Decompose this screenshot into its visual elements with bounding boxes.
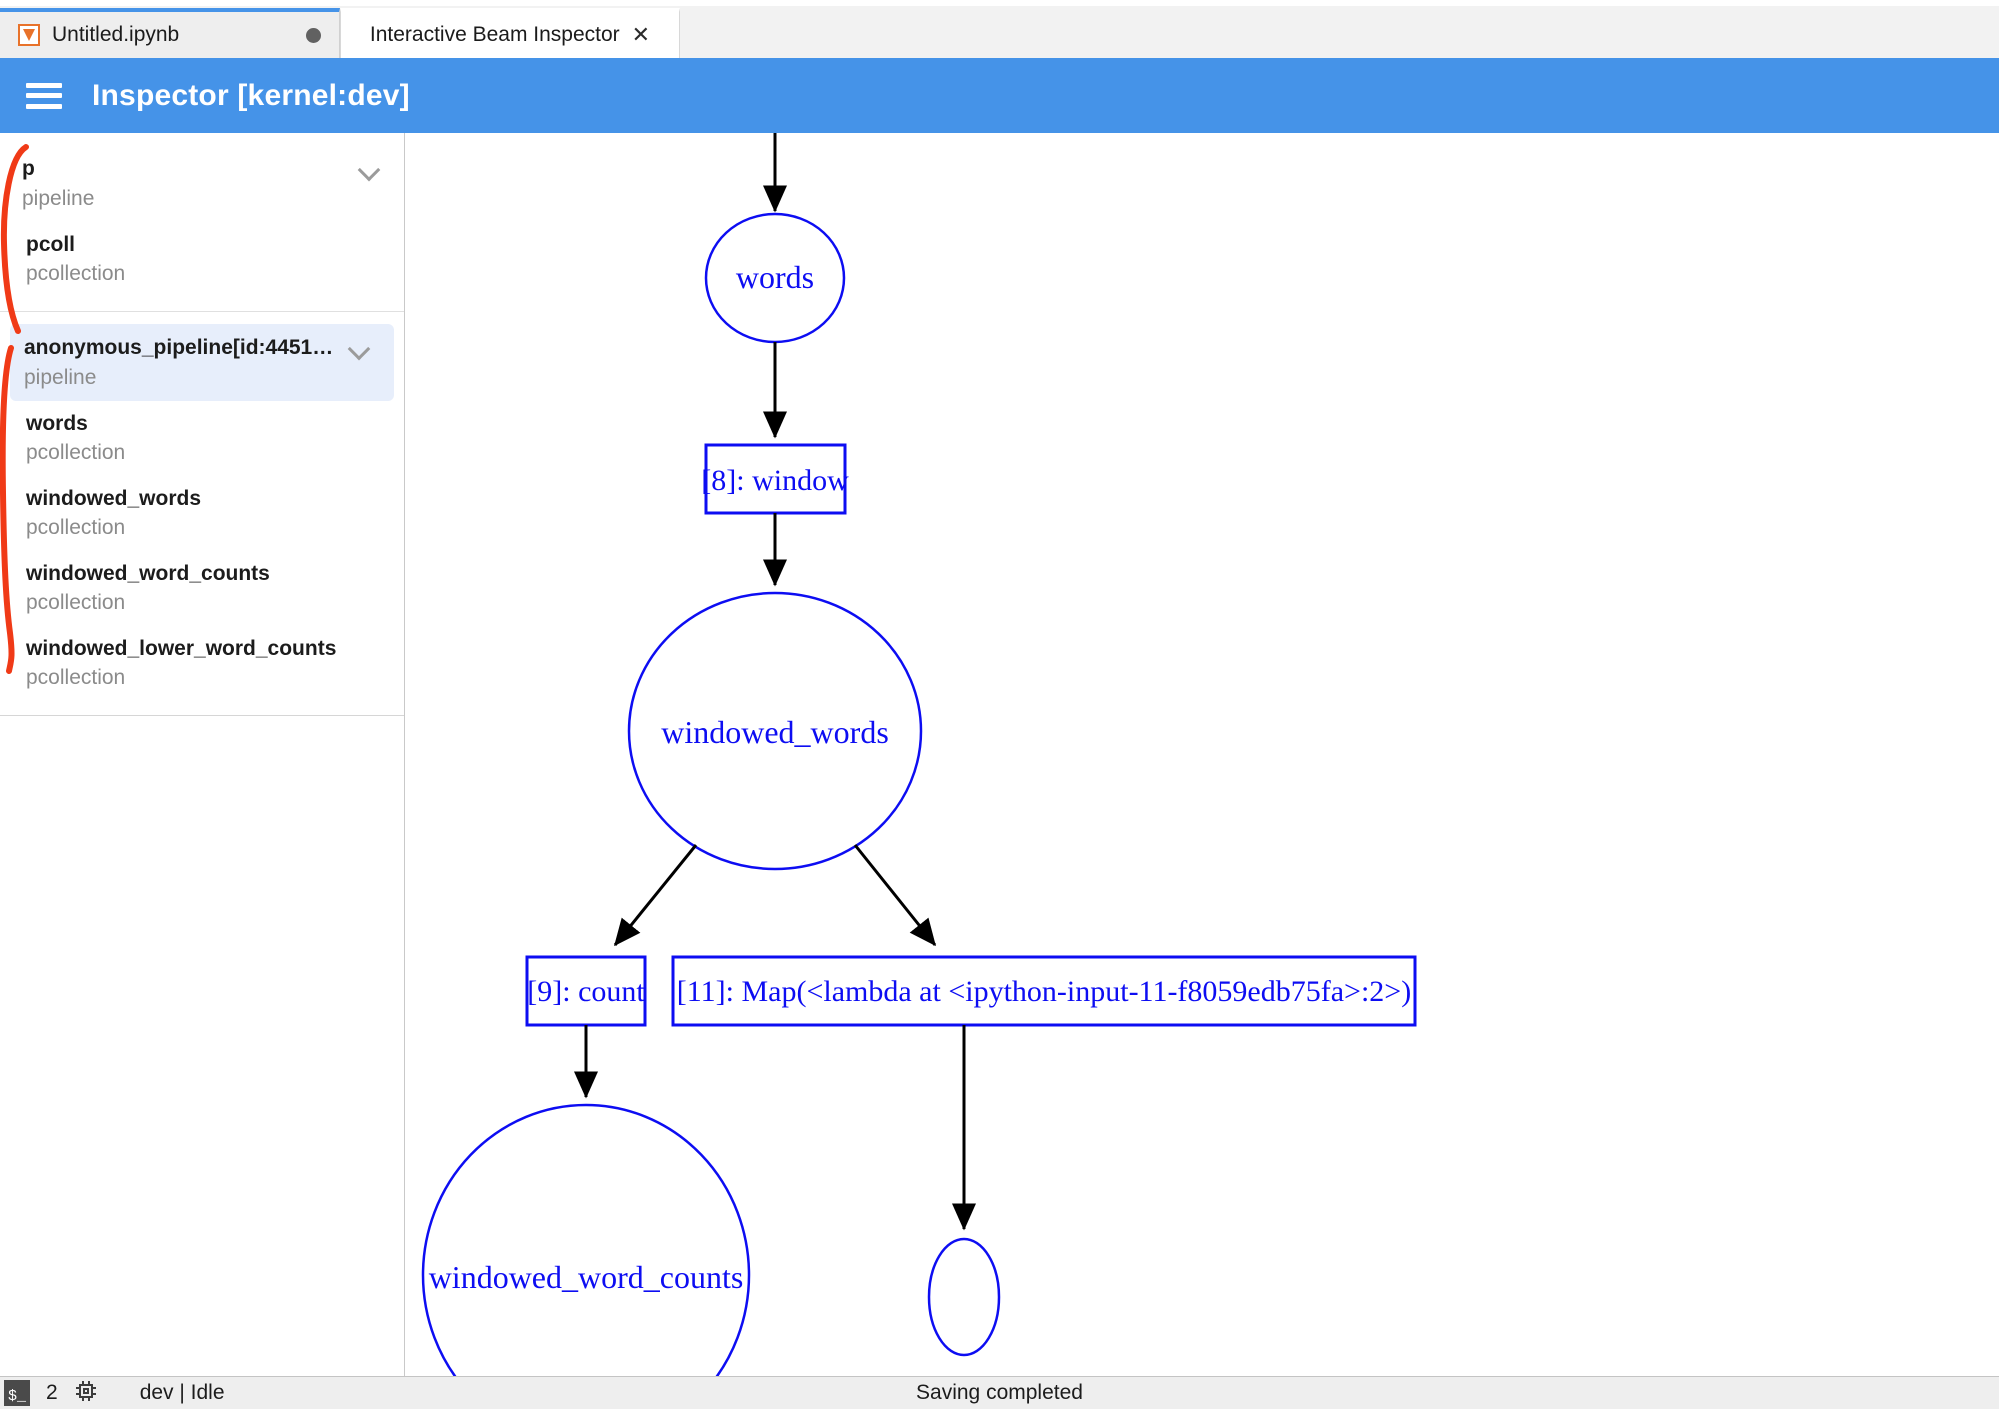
sidebar-item-anonymous-pipeline[interactable]: anonymous_pipeline[id:44516… pipeline bbox=[10, 324, 394, 401]
tab-untitled-content: Untitled.ipynb bbox=[18, 23, 179, 47]
sidebar-item-anonymous-pipeline-name: anonymous_pipeline[id:44516… bbox=[24, 336, 338, 359]
sidebar-item-windowed-words-kind: pcollection bbox=[26, 516, 126, 539]
sidebar-item-anonymous-pipeline-row: anonymous_pipeline[id:44516… bbox=[24, 335, 372, 361]
node-window-label: [8]: window bbox=[701, 464, 849, 497]
status-message: Saving completed bbox=[916, 1381, 1083, 1404]
sidebar-item-p-name: p bbox=[22, 157, 35, 180]
main-content: p pipeline pcoll pcollection anonymous_p… bbox=[0, 133, 1999, 1376]
node-words-label: words bbox=[736, 259, 814, 295]
chevron-down-icon[interactable] bbox=[346, 335, 372, 361]
sidebar-item-windowed-words[interactable]: windowed_words pcollection bbox=[0, 476, 404, 551]
hamburger-bar bbox=[26, 93, 62, 98]
pipeline-group-anonymous: anonymous_pipeline[id:44516… pipeline wo… bbox=[0, 312, 404, 716]
sidebar-item-pcoll-kind: pcollection bbox=[26, 262, 126, 285]
sidebar-item-anonymous-pipeline-kind: pipeline bbox=[24, 366, 97, 389]
tab-bar: Untitled.ipynb Interactive Beam Inspecto… bbox=[0, 0, 1999, 58]
hamburger-bar bbox=[26, 82, 62, 88]
status-bar-left: $_ 2 dev | Idle bbox=[0, 1379, 225, 1408]
chip-icon[interactable] bbox=[74, 1379, 98, 1408]
terminal-count: 2 bbox=[46, 1381, 58, 1404]
app-header: Inspector [kernel:dev] bbox=[0, 58, 1999, 133]
tab-untitled-label: Untitled.ipynb bbox=[52, 23, 180, 46]
edge-windowed-words-to-count bbox=[613, 844, 698, 947]
node-count-label: [9]: count bbox=[527, 975, 645, 1008]
sidebar-item-words-name: words bbox=[26, 412, 88, 435]
sidebar-item-p-kind: pipeline bbox=[22, 187, 95, 210]
tab-inspector-label: Interactive Beam Inspector bbox=[369, 23, 620, 46]
node-windowed-word-counts-label: windowed_word_counts bbox=[429, 1259, 744, 1295]
edge-windowed-words-to-map bbox=[853, 844, 937, 947]
pipeline-group-p: p pipeline pcoll pcollection bbox=[0, 133, 404, 312]
sidebar-item-windowed-word-counts[interactable]: windowed_word_counts pcollection bbox=[0, 551, 404, 626]
node-map[interactable] bbox=[671, 955, 1417, 1027]
hamburger-bar bbox=[26, 103, 62, 109]
sidebar-item-windowed-word-counts-kind: pcollection bbox=[26, 591, 126, 614]
node-map-label: [11]: Map(<lambda at <ipython-input-11-f… bbox=[677, 975, 1411, 1008]
status-bar: $_ 2 dev | Idle Saving completed bbox=[0, 1376, 1999, 1409]
sidebar-item-p[interactable]: p pipeline bbox=[0, 145, 404, 222]
sidebar-item-windowed-lower-word-counts-kind: pcollection bbox=[26, 666, 126, 689]
sidebar-item-windowed-word-counts-name: windowed_word_counts bbox=[26, 562, 270, 585]
hamburger-icon[interactable] bbox=[26, 82, 62, 109]
tab-modified-dot-icon[interactable] bbox=[306, 27, 321, 43]
node-windowed-word-counts[interactable] bbox=[421, 1103, 751, 1376]
sidebar-item-words-kind: pcollection bbox=[26, 441, 126, 464]
sidebar-item-windowed-lower-word-counts-row: windowed_lower_word_counts bbox=[26, 637, 382, 661]
sidebar-item-windowed-lower-word-counts-name: windowed_lower_word_counts bbox=[26, 637, 337, 660]
terminal-icon[interactable]: $_ bbox=[4, 1380, 30, 1406]
node-unnamed-small[interactable] bbox=[927, 1237, 1001, 1357]
node-count[interactable] bbox=[525, 955, 647, 1027]
sidebar-item-windowed-lower-word-counts[interactable]: windowed_lower_word_counts pcollection bbox=[0, 626, 404, 701]
sidebar-item-windowed-words-name: windowed_words bbox=[26, 487, 202, 510]
tab-interactive-beam-inspector[interactable]: Interactive Beam Inspector ✕ bbox=[340, 8, 680, 58]
pipeline-graph-canvas[interactable]: words [8]: window windowed_words [9]: co… bbox=[405, 133, 1999, 1376]
sidebar-item-pcoll-name: pcoll bbox=[26, 233, 76, 256]
chevron-down-icon[interactable] bbox=[356, 156, 382, 182]
close-icon[interactable]: ✕ bbox=[631, 22, 651, 47]
kernel-status[interactable]: dev | Idle bbox=[139, 1381, 225, 1404]
tab-bar-top-edge bbox=[0, 0, 1999, 6]
node-windowed-words[interactable] bbox=[627, 591, 923, 871]
page-title: Inspector [kernel:dev] bbox=[92, 78, 410, 112]
sidebar-item-pcoll-row: pcoll bbox=[26, 233, 382, 257]
sidebar-item-words[interactable]: words pcollection bbox=[0, 401, 404, 476]
notebook-icon bbox=[18, 24, 40, 46]
sidebar-item-windowed-word-counts-row: windowed_word_counts bbox=[26, 562, 382, 586]
node-windowed-words-label: windowed_words bbox=[661, 714, 889, 750]
pipeline-graph: words [8]: window windowed_words [9]: co… bbox=[421, 133, 1417, 1376]
tab-untitled-ipynb[interactable]: Untitled.ipynb bbox=[0, 8, 340, 58]
sidebar-item-windowed-words-row: windowed_words bbox=[26, 487, 382, 511]
sidebar-item-p-row: p bbox=[22, 156, 382, 182]
sidebar-item-words-row: words bbox=[26, 412, 382, 436]
inspectables-sidebar[interactable]: p pipeline pcoll pcollection anonymous_p… bbox=[0, 133, 405, 1376]
sidebar-item-pcoll[interactable]: pcoll pcollection bbox=[0, 222, 404, 297]
